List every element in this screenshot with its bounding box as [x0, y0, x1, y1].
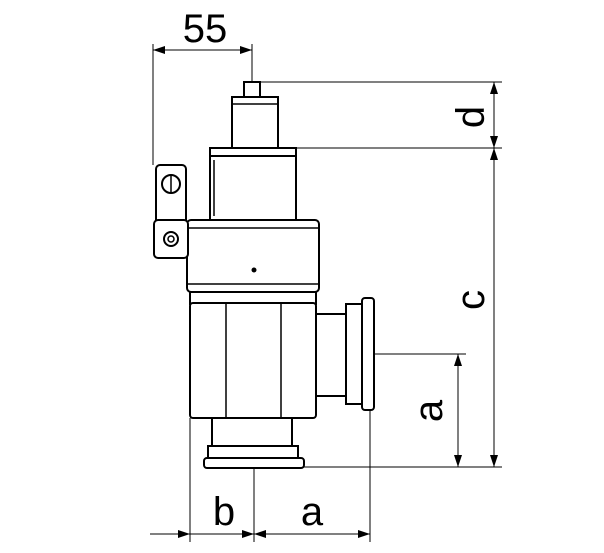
arrow-c-top	[490, 148, 498, 160]
bottom-port-tube	[211, 417, 293, 447]
connector-nut-icon	[163, 231, 179, 247]
connector-nut-hole	[167, 235, 175, 243]
body-nut	[186, 219, 320, 293]
dim-label-55: 55	[183, 7, 228, 51]
bottom-port-flange-2	[203, 457, 305, 469]
arrow-d-top	[490, 82, 498, 94]
dim-label-c: c	[449, 290, 493, 310]
solenoid-connector	[153, 164, 189, 259]
actuator-pin	[243, 81, 261, 99]
arrow-d-bottom	[490, 136, 498, 148]
bonnet	[209, 155, 297, 221]
bottom-port-flange-1	[207, 445, 299, 459]
arrow-b-right	[242, 530, 254, 538]
dim-label-d: d	[449, 106, 493, 128]
arrow-a-top	[454, 354, 462, 366]
dimension-right-lower: a	[374, 353, 466, 467]
bottom-flange-port	[203, 417, 305, 469]
dimension-bottom: b a	[150, 410, 371, 542]
dimension-top-width: 55	[152, 7, 253, 165]
lower-housing	[189, 302, 317, 419]
side-flange-port	[315, 297, 375, 411]
side-port-flange-1	[345, 303, 363, 405]
arrow-a-bottom	[454, 455, 462, 467]
actuator-cap	[231, 96, 279, 151]
dim-label-a-horizontal: a	[301, 490, 324, 534]
arrow-left	[153, 46, 165, 54]
side-port-tube	[315, 313, 347, 397]
dim-label-b: b	[213, 490, 235, 534]
arrow-c-bottom	[490, 455, 498, 467]
body-port-dot	[251, 267, 257, 273]
arrow-a-left	[254, 530, 266, 538]
side-port-flange-2	[361, 297, 375, 411]
arrow-right	[240, 46, 252, 54]
arrow-b-left	[178, 530, 190, 538]
dimension-right: d c	[260, 81, 502, 468]
arrow-a-right	[358, 530, 370, 538]
dim-label-a-vertical: a	[407, 399, 451, 422]
valve-body	[186, 81, 320, 419]
